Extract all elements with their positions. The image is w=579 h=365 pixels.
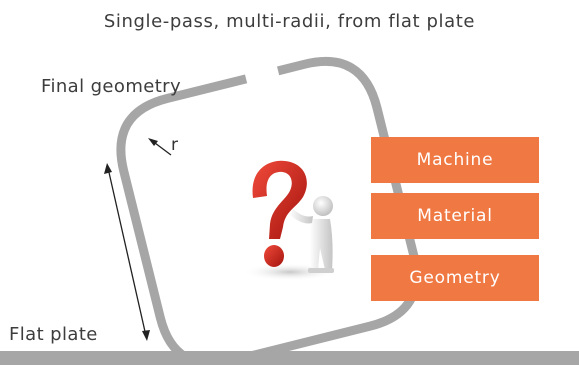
factor-box-material: Material [371, 193, 539, 239]
radius-label: r [171, 135, 178, 155]
diagram-title: Single-pass, multi-radii, from flat plat… [103, 11, 476, 32]
flat-plate-label: Flat plate [9, 324, 98, 345]
flat-plate [0, 351, 579, 365]
final-geometry-shape [116, 56, 421, 365]
factor-box-machine: Machine [371, 137, 539, 183]
radius-arrow [148, 138, 172, 156]
question-mark-figure-icon [242, 160, 338, 281]
factor-box-geometry: Geometry [371, 255, 539, 301]
dimension-arrow [104, 163, 150, 341]
final-geometry-label: Final geometry [41, 76, 182, 97]
